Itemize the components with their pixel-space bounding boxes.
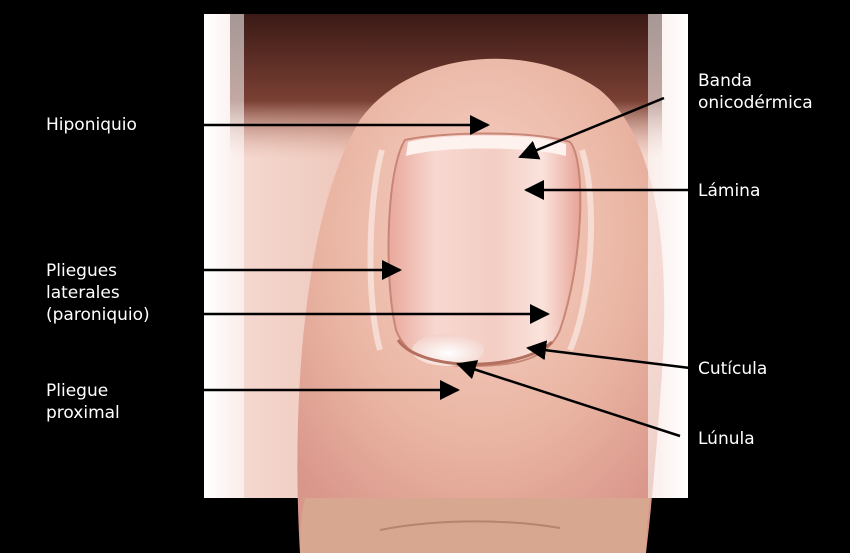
finger-base (300, 498, 650, 553)
label-cuticula: Cutícula (698, 358, 767, 380)
label-lamina: Lámina (698, 180, 760, 202)
label-hiponiquio: Hiponiquio (46, 114, 137, 136)
nail-plate (389, 134, 581, 367)
label-banda-onicodermica: Banda onicodérmica (698, 70, 813, 114)
label-lunula: Lúnula (698, 428, 755, 450)
panel-right-fade (648, 14, 688, 498)
label-pliegues-laterales: Pliegues laterales (paroniquio) (46, 260, 150, 326)
panel-left-fade (204, 14, 244, 498)
label-pliegue-proximal: Pliegue proximal (46, 380, 120, 424)
